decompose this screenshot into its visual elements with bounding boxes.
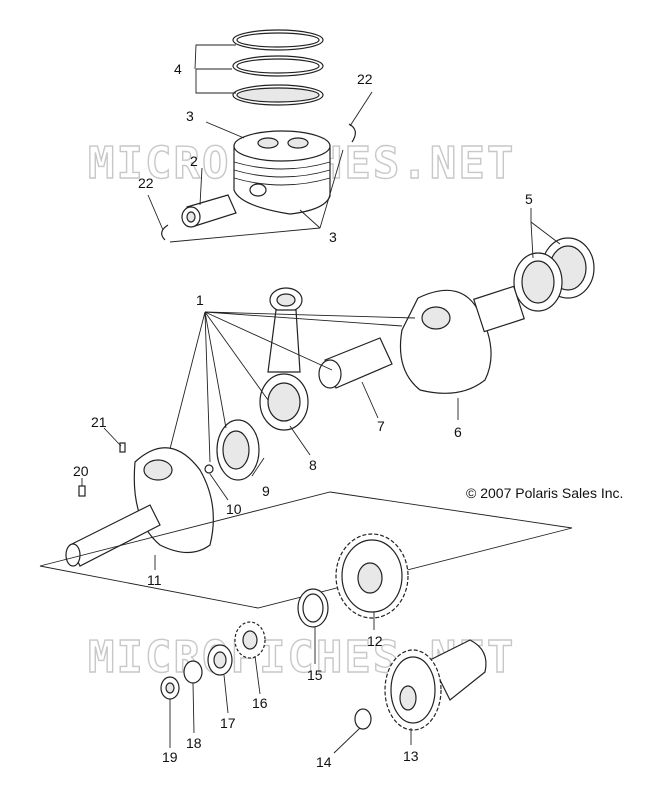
leader-18 — [192, 682, 195, 734]
gear-nut — [207, 644, 233, 676]
assembly-outline — [39, 491, 573, 609]
callout-7: 7 — [377, 418, 385, 434]
callout-16: 16 — [252, 695, 268, 711]
leader-17 — [223, 674, 229, 714]
balance-washer — [354, 708, 372, 730]
crank-pin — [318, 337, 393, 389]
callout-11: 11 — [147, 572, 162, 588]
leader-9 — [251, 457, 265, 477]
leader-3-bottom — [169, 149, 344, 243]
callout-13: 13 — [403, 748, 419, 764]
leader-22-left — [147, 194, 164, 231]
callout-4: 4 — [174, 61, 182, 77]
callout-15: 15 — [307, 667, 323, 683]
callout-22-left: 22 — [138, 175, 154, 191]
callout-5: 5 — [525, 191, 533, 207]
leader-10 — [209, 473, 229, 501]
drive-gear — [335, 533, 409, 619]
callout-18: 18 — [186, 735, 202, 751]
piston — [233, 130, 331, 215]
leader-16 — [254, 655, 261, 695]
circlip-left — [161, 224, 169, 241]
callout-17: 17 — [220, 715, 236, 731]
flat-washer — [183, 660, 203, 684]
callout-20: 20 — [73, 463, 89, 479]
leader-8 — [289, 425, 311, 456]
leader-4 — [194, 44, 236, 94]
leader-7 — [361, 381, 379, 419]
callout-9: 9 — [262, 483, 270, 499]
callout-3-top: 3 — [186, 108, 194, 124]
wrist-pin — [181, 194, 237, 228]
connecting-rod — [259, 287, 309, 431]
callout-8: 8 — [309, 457, 317, 473]
dowel-pin — [204, 464, 214, 474]
thrust-washer — [297, 588, 329, 628]
shaft-key — [78, 485, 86, 497]
timing-sprocket — [234, 621, 266, 659]
leader-5 — [530, 208, 561, 259]
leader-22-right — [349, 91, 373, 127]
callout-19: 19 — [162, 749, 178, 765]
piston-rings — [232, 29, 324, 106]
leader-2 — [199, 167, 203, 206]
needle-bearing — [216, 419, 260, 481]
callout-1: 1 — [196, 292, 204, 308]
callout-12: 12 — [367, 633, 383, 649]
hex-nut — [160, 676, 180, 700]
leader-14 — [333, 727, 361, 754]
crank-half-right — [399, 285, 525, 394]
woodruff-key — [119, 442, 126, 453]
main-bearings — [513, 237, 595, 312]
leader-1 — [159, 311, 416, 489]
callout-2: 2 — [190, 153, 198, 169]
copyright-notice: © 2007 Polaris Sales Inc. — [466, 485, 623, 501]
balance-shaft-gear — [384, 639, 487, 731]
callout-22-right: 22 — [357, 71, 373, 87]
callout-10: 10 — [226, 501, 242, 517]
callout-14: 14 — [316, 754, 332, 770]
callout-21: 21 — [91, 414, 107, 430]
leader-3-top — [205, 121, 245, 139]
callout-6: 6 — [454, 424, 462, 440]
leader-21 — [103, 427, 122, 447]
callout-3-bottom: 3 — [329, 229, 337, 245]
